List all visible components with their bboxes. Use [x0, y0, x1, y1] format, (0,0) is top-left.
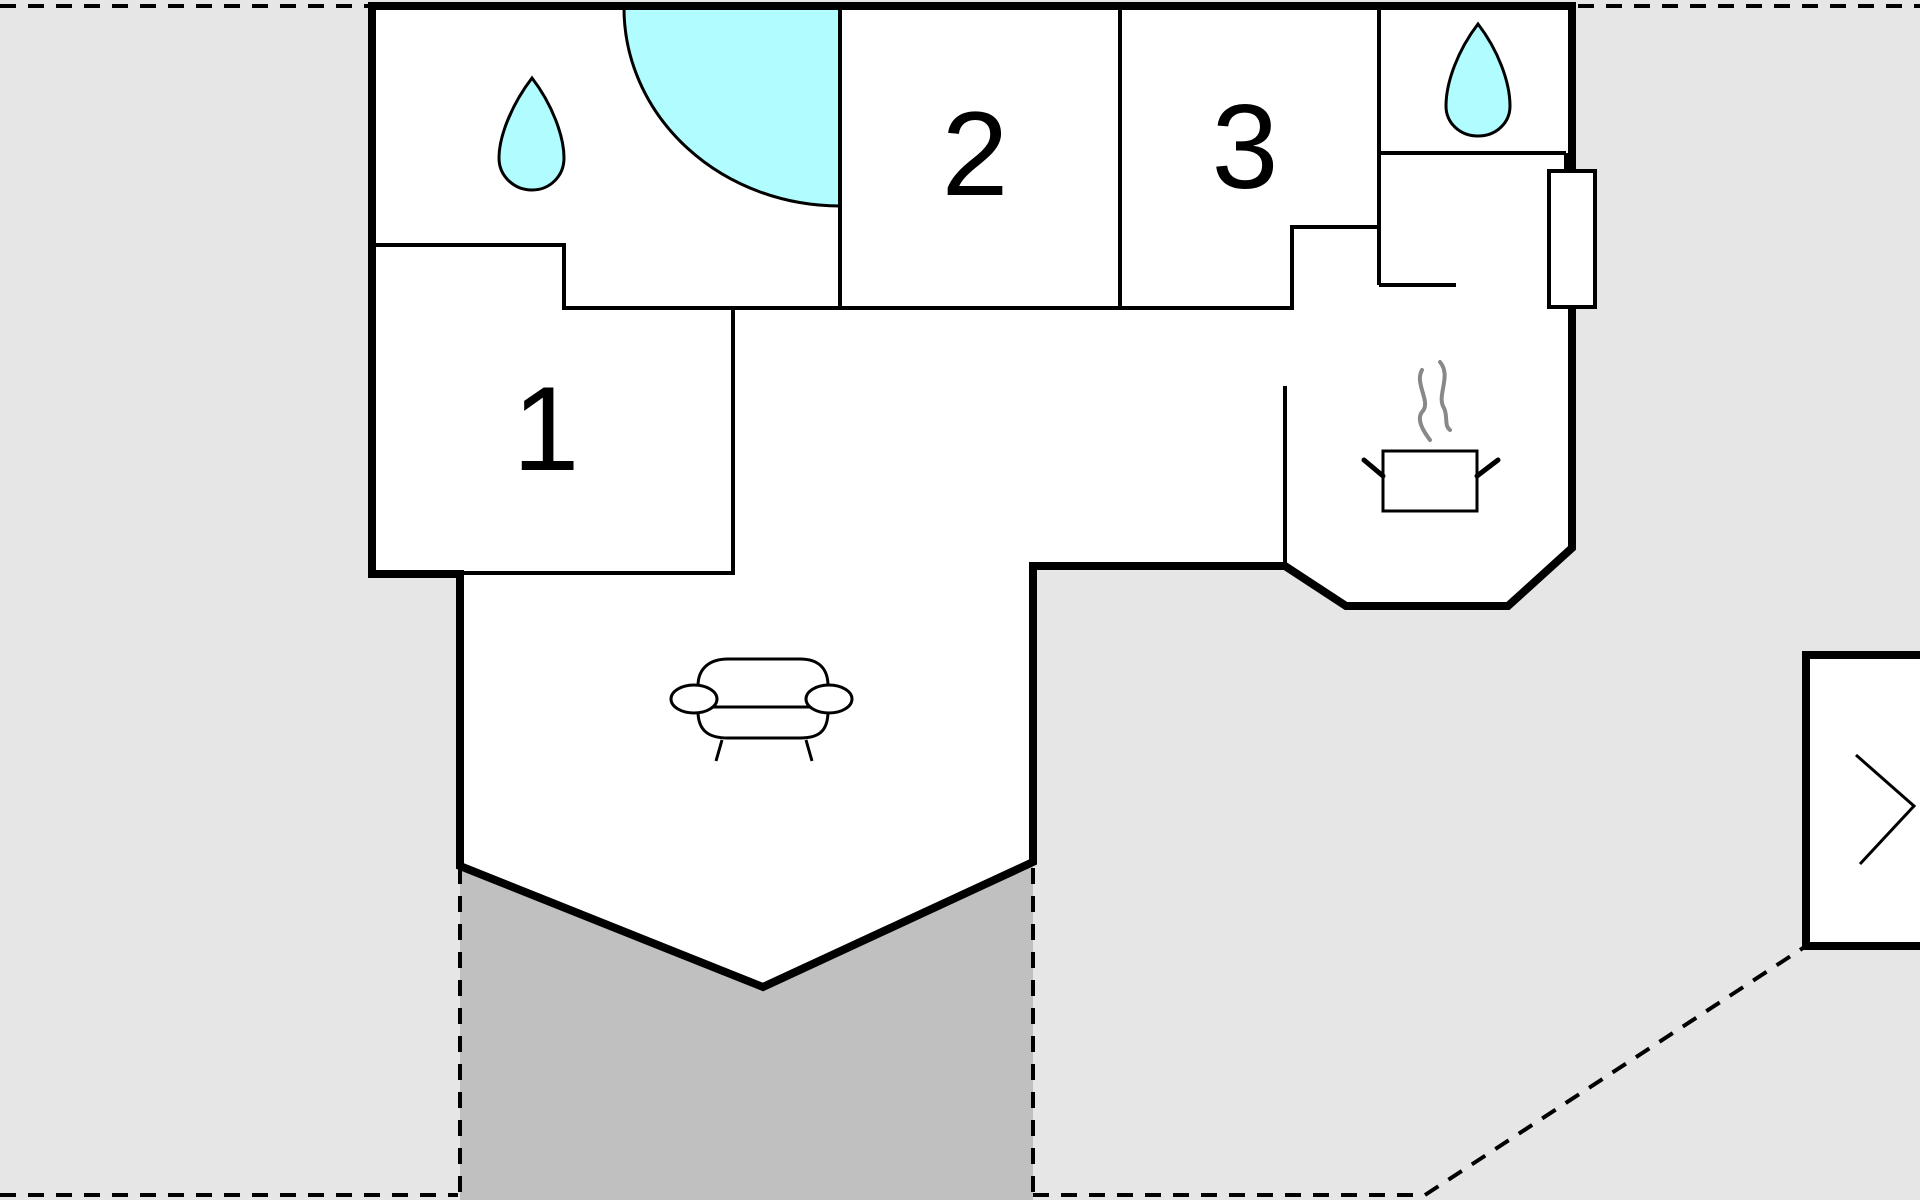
hot-tub	[622, 6, 842, 208]
window	[1547, 169, 1597, 309]
entrance	[1802, 651, 1920, 950]
water-drop-icon	[497, 75, 566, 192]
door-arrow-icon	[1855, 753, 1917, 866]
room-number-1: 1	[513, 362, 580, 496]
house-floor	[372, 6, 1572, 987]
property-boundary	[0, 4, 1920, 1197]
cooking-pot-icon	[1361, 360, 1501, 513]
room-number-2: 2	[942, 87, 1009, 221]
exterior-wall	[368, 2, 1576, 992]
room-number-3: 3	[1212, 80, 1279, 214]
sofa-icon	[669, 657, 854, 762]
terrace	[460, 862, 1033, 1200]
interior-walls	[376, 8, 1568, 575]
water-drop-icon	[1444, 21, 1512, 138]
